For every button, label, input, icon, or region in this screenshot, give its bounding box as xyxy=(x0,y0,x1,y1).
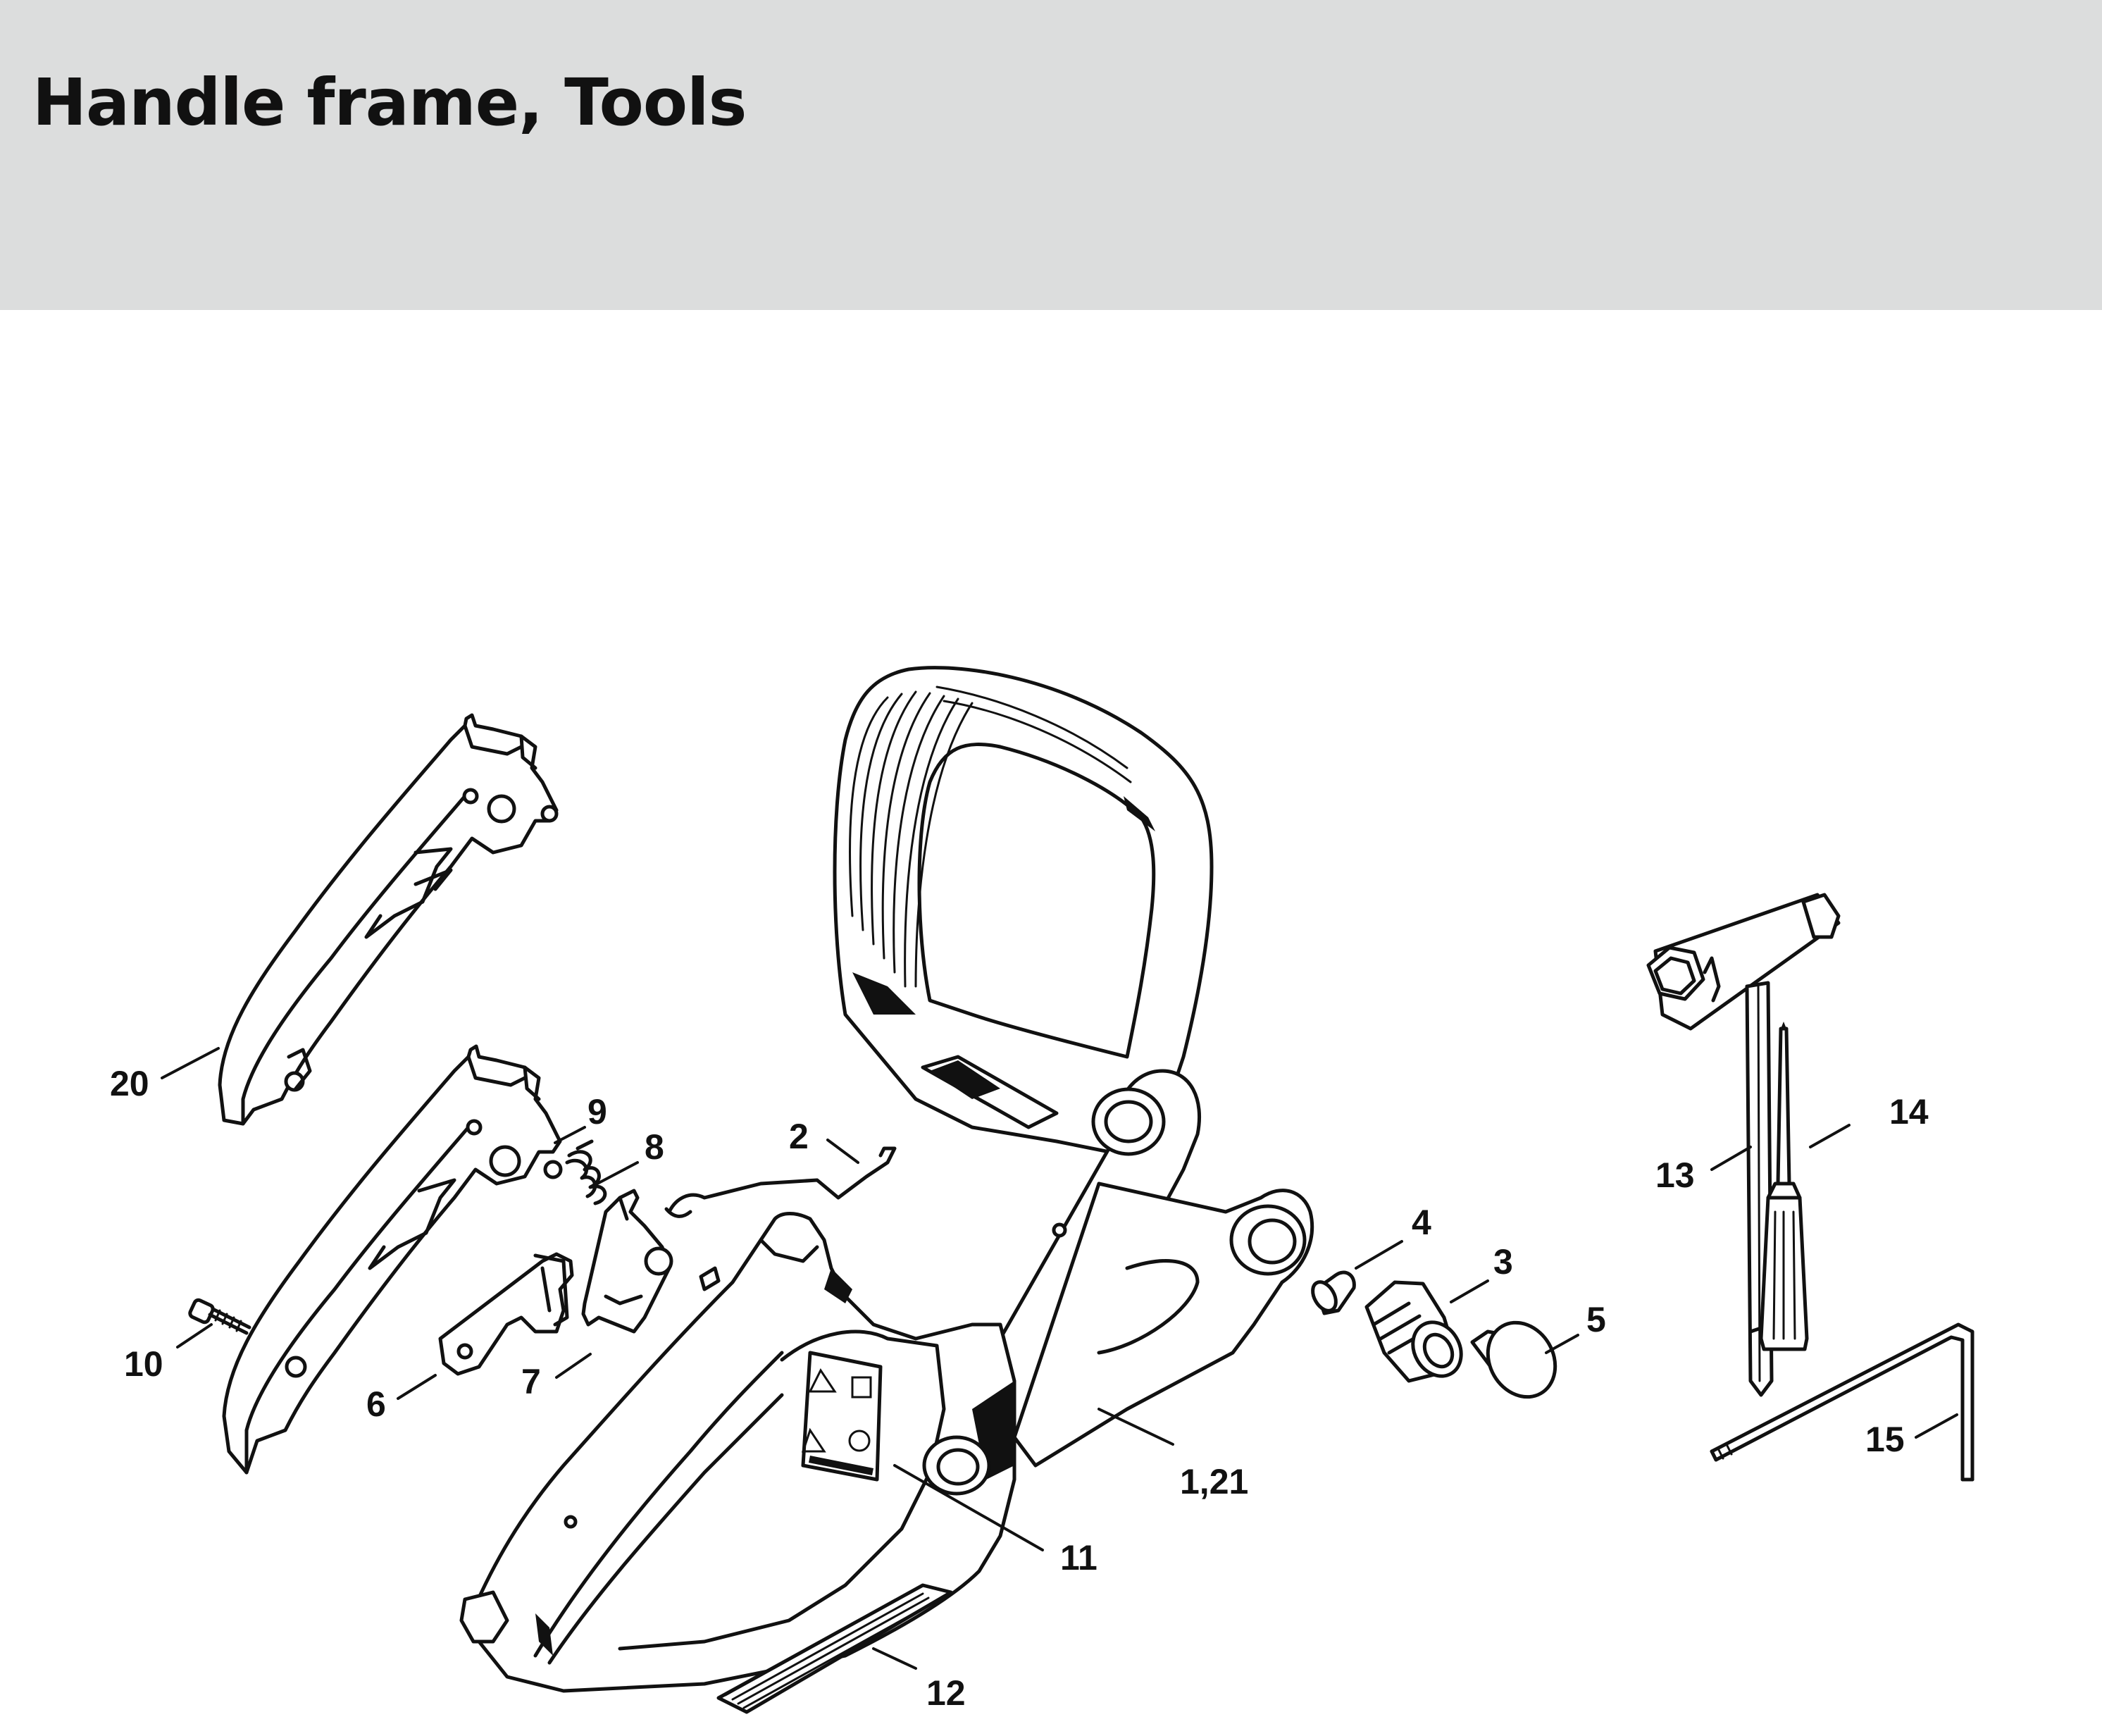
callout-10: 10 xyxy=(124,1344,163,1384)
callout-7: 7 xyxy=(521,1362,541,1401)
callout-leaders xyxy=(161,1047,1958,1670)
part-3-annular-buffer[interactable] xyxy=(1364,1280,1471,1385)
part-12-pad[interactable] xyxy=(716,1583,953,1714)
part-1-21-handle-frame[interactable] xyxy=(459,666,1314,1693)
part-8-spring[interactable] xyxy=(565,1139,607,1205)
callout-15: 15 xyxy=(1865,1420,1905,1459)
callout-2: 2 xyxy=(789,1117,809,1156)
part-9-side-cover[interactable] xyxy=(222,1044,563,1475)
part-14-screwdriver[interactable] xyxy=(1759,1022,1809,1351)
callout-8: 8 xyxy=(645,1127,664,1167)
page-title: Handle frame, Tools xyxy=(32,65,747,140)
part-10-screw[interactable] xyxy=(188,1298,251,1335)
part-13-combination-wrench[interactable] xyxy=(1646,893,1841,1397)
callout-20: 20 xyxy=(110,1064,149,1103)
callout-12: 12 xyxy=(926,1673,966,1713)
callout-1-21: 1,21 xyxy=(1180,1462,1248,1501)
callout-9: 9 xyxy=(587,1092,607,1132)
callout-13: 13 xyxy=(1655,1155,1695,1195)
part-4-bushing[interactable] xyxy=(1308,1270,1356,1315)
callout-4: 4 xyxy=(1412,1203,1431,1242)
callout-5: 5 xyxy=(1586,1300,1606,1339)
part-2-control-rod[interactable] xyxy=(664,1146,897,1218)
part-7-interlock-lever[interactable] xyxy=(581,1189,673,1334)
callout-6: 6 xyxy=(366,1384,386,1424)
callout-14: 14 xyxy=(1889,1092,1929,1132)
part-5-plug[interactable] xyxy=(1470,1310,1568,1409)
part-6-throttle-trigger[interactable] xyxy=(438,1252,574,1376)
part-11-warning-label[interactable] xyxy=(801,1351,883,1482)
part-20-side-cover[interactable] xyxy=(218,713,559,1126)
page-header: Handle frame, Tools xyxy=(0,0,2102,310)
callout-3: 3 xyxy=(1493,1242,1513,1282)
callout-11: 11 xyxy=(1060,1538,1097,1577)
part-15-hex-key[interactable] xyxy=(1710,1322,1974,1482)
